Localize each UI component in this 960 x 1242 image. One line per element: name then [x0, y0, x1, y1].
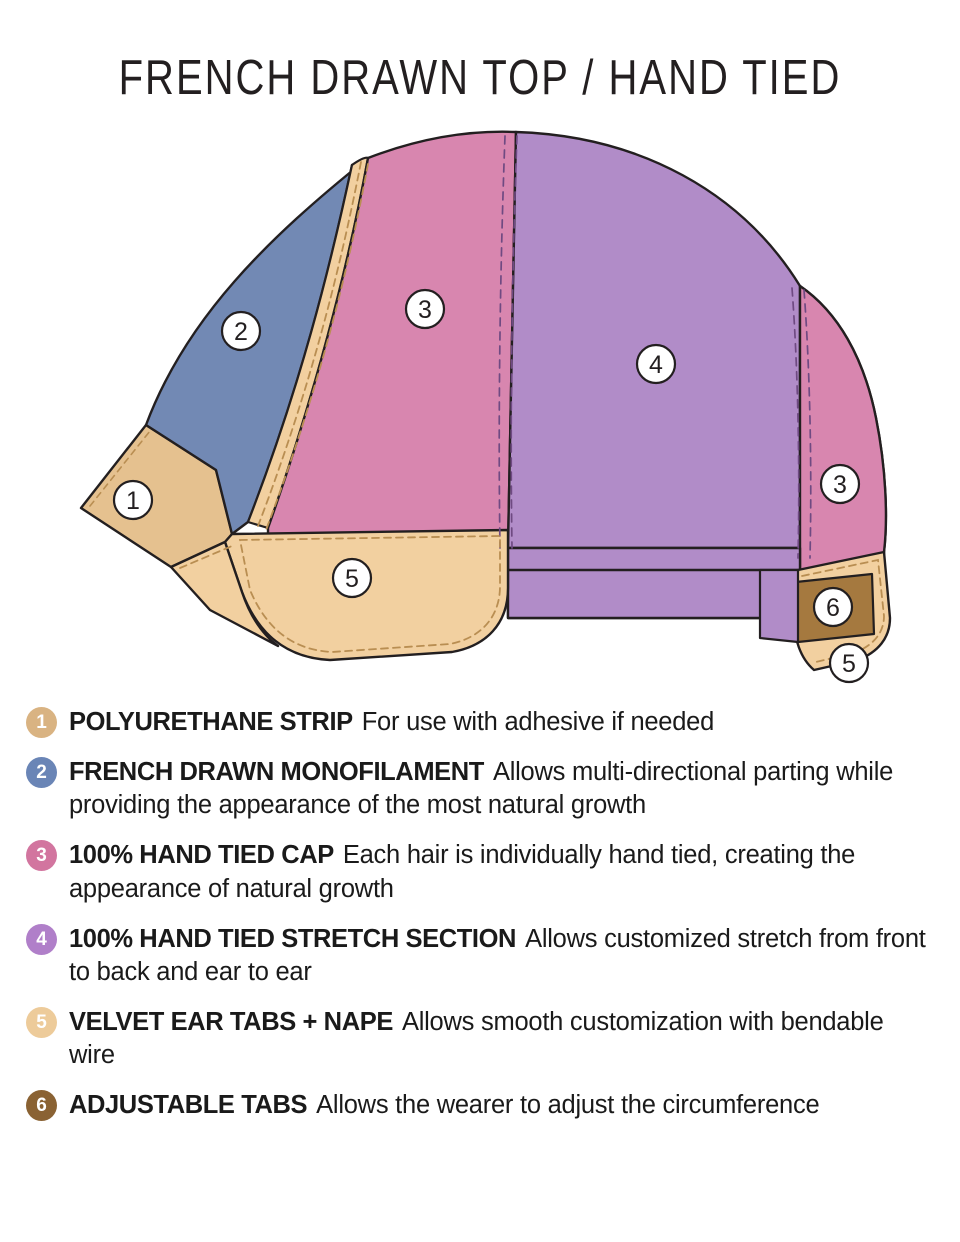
- stitch-velvet-nape: [238, 535, 501, 653]
- stitch-stretch-right-a: [791, 287, 800, 559]
- legend-term-6: ADJUSTABLE TABS: [69, 1091, 308, 1120]
- legend-term-4: 100% HAND TIED STRETCH SECTION: [69, 924, 517, 953]
- legend-term-5: VELVET EAR TABS + NAPE: [69, 1007, 393, 1036]
- stitch-stretch-left-b: [510, 135, 518, 549]
- callout-1: 1: [112, 479, 154, 521]
- legend-desc-3: Each hair is individually hand tied, cre…: [69, 841, 856, 903]
- region-stretch-band-lower: [506, 568, 802, 620]
- legend-desc-1: For use with adhesive if needed: [361, 708, 715, 736]
- callout-3-front-label: 3: [418, 296, 432, 324]
- page-title: FRENCH DRAWN TOP / HAND TIED: [118, 51, 842, 105]
- legend-desc-2: Allows multi-directional parting while p…: [69, 758, 894, 820]
- callout-6: 6: [812, 586, 854, 628]
- region-hand-tied-cap-front: [266, 130, 518, 550]
- legend-bullet-3: 3: [26, 840, 57, 872]
- callout-4-label: 4: [649, 351, 663, 379]
- wig-cap-illustration: 1 2 3 4 3 5: [79, 130, 892, 684]
- callout-1-label: 1: [126, 487, 140, 515]
- stitch-stretch-right-b: [803, 289, 812, 559]
- callout-5-nape-label: 5: [345, 565, 359, 593]
- legend-desc-6: Allows the wearer to adjust the circumfe…: [316, 1091, 820, 1120]
- callout-5-nape: 5: [331, 557, 373, 599]
- callout-2-label: 2: [234, 318, 248, 346]
- legend-bullet-2: 2: [26, 757, 57, 789]
- legend-item-1: 1 POLYURETHANE STRIP For use with adhesiv…: [26, 706, 936, 739]
- legend-bullet-1: 1: [26, 707, 57, 738]
- callout-3-front: 3: [404, 288, 446, 330]
- legend-desc-5: Allows smooth customization with bendabl…: [69, 1007, 884, 1070]
- legend-bullet-5: 5: [26, 1006, 57, 1038]
- legend-term-2: FRENCH DRAWN MONOFILAMENT: [69, 758, 484, 787]
- diagram-callouts: 1 2 3 4 3 5: [112, 288, 870, 684]
- legend-bullet-6: 6: [26, 1090, 57, 1122]
- region-hand-tied-cap-back-fill: [798, 284, 888, 572]
- legend-term-1: POLYURETHANE STRIP: [69, 708, 353, 736]
- callout-4: 4: [635, 343, 677, 385]
- region-velvet-nape-tail: [169, 540, 280, 648]
- stitch-polyurethane: [89, 430, 151, 507]
- legend-bullet-4: 4: [26, 923, 57, 955]
- callout-3-back: 3: [819, 463, 861, 505]
- legend-term-3: 100% HAND TIED CAP: [69, 841, 334, 870]
- legend-text-1: POLYURETHANE STRIP For use with adhesive …: [69, 706, 936, 739]
- callout-2: 2: [220, 310, 262, 352]
- legend-list: 1 POLYURETHANE STRIP For use with adhesiv…: [0, 706, 960, 1139]
- region-band-tab-overlap: [758, 568, 800, 644]
- stitch-stretch-left-a: [498, 135, 506, 549]
- callout-6-label: 6: [826, 594, 840, 622]
- region-hand-tied-stretch-section: [506, 130, 802, 550]
- cap-construction-diagram: 1 2 3 4 3 5: [0, 118, 960, 698]
- legend-text-6: ADJUSTABLE TABS Allows the wearer to adju…: [69, 1089, 936, 1122]
- callout-5-ear-tab-label: 5: [842, 650, 856, 678]
- legend-item-6: 6 ADJUSTABLE TABS Allows the wearer to ad…: [26, 1089, 936, 1122]
- callout-3-back-label: 3: [833, 471, 847, 499]
- callout-5-ear-tab: 5: [828, 642, 870, 684]
- legend-desc-4: Allows customized stretch from front to …: [69, 924, 926, 986]
- stitch-velvet-tail: [179, 545, 233, 569]
- cap-regions: [79, 130, 892, 672]
